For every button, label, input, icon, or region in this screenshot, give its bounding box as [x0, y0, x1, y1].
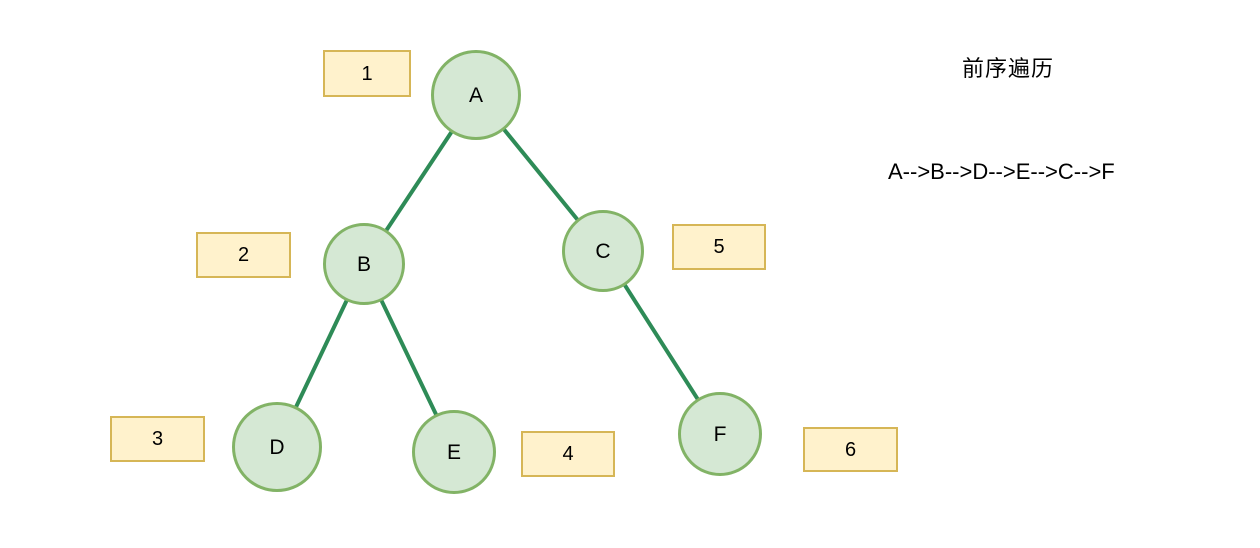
order-box-label: 6: [844, 438, 857, 461]
tree-node-b[interactable]: B: [323, 223, 405, 305]
tree-node-label: F: [713, 422, 727, 446]
order-box-c[interactable]: 5: [672, 224, 766, 270]
tree-node-label: D: [269, 435, 285, 459]
tree-node-a[interactable]: A: [431, 50, 521, 140]
tree-edge-b-e: [378, 297, 439, 418]
order-box-label: 2: [237, 244, 250, 266]
tree-node-label: A: [468, 83, 483, 107]
tree-edge-a-c: [501, 126, 581, 223]
order-box-b[interactable]: 2: [196, 232, 291, 278]
tree-node-label: C: [595, 239, 611, 263]
tree-node-c[interactable]: C: [562, 210, 644, 292]
traversal-title: 前序遍历: [962, 56, 1055, 81]
order-box-label: 4: [562, 443, 574, 465]
order-box-a[interactable]: 1: [323, 50, 411, 97]
order-box-label: 3: [151, 428, 164, 450]
order-box-label: 1: [361, 62, 373, 85]
tree-node-d[interactable]: D: [232, 402, 322, 492]
tree-edge-b-d: [293, 297, 350, 411]
tree-node-e[interactable]: E: [412, 410, 496, 494]
tree-node-f[interactable]: F: [678, 392, 762, 476]
order-box-label: 5: [713, 236, 725, 258]
traversal-sequence-text: A-->B-->D-->E-->C-->F: [888, 159, 1115, 184]
tree-edge-a-b: [383, 128, 455, 234]
order-box-e[interactable]: 4: [521, 431, 615, 477]
tree-node-label: E: [446, 440, 461, 464]
tree-node-label: B: [356, 252, 371, 276]
tree-edge-c-f: [622, 281, 701, 403]
order-box-f[interactable]: 6: [803, 427, 898, 472]
order-box-d[interactable]: 3: [110, 416, 205, 462]
